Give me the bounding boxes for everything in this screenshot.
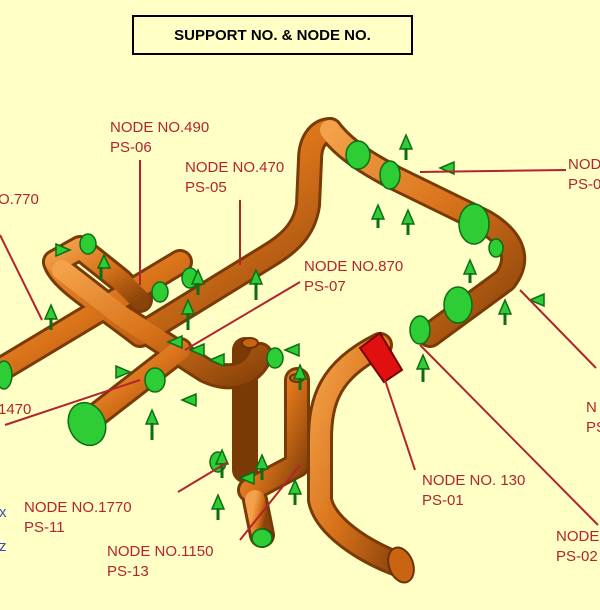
label-right-top: NOD PS-0 [568,155,600,195]
support-number: PS-13 [107,563,149,580]
node-number: 1470 [0,401,32,418]
support-number: PS-0 [568,176,600,193]
label-bottom-right: NODE PS-02 [556,527,599,567]
edge-mark-z: z [0,538,7,555]
leader-lines [0,160,599,541]
support-number: PS-07 [304,278,346,295]
label-node-130: NODE NO. 130 PS-01 [422,471,525,511]
support-number: PS [586,419,600,436]
node-number: NODE NO.470 [185,159,285,176]
support-symbols [0,133,545,548]
support-number: PS-11 [24,519,65,536]
edge-mark-x: x [0,504,7,521]
node-number: NODE NO.870 [304,258,404,275]
node-number: N [586,399,597,416]
support-number: PS-01 [422,492,464,509]
label-node-1470: 1470 [0,400,31,420]
diagram-title: SUPPORT NO. & NODE NO. [132,15,413,55]
node-number: NODE [556,528,600,545]
label-node-1150: NODE NO.1150 PS-13 [107,542,213,582]
node-number: NODE NO.490 [110,119,210,136]
support-number: PS-06 [110,139,152,156]
label-node-870: NODE NO.870 PS-07 [304,257,403,297]
label-node-490: NODE NO.490 PS-06 [110,118,209,158]
label-node-470: NODE NO.470 PS-05 [185,158,284,198]
node-number: NODE NO.1770 [24,499,132,516]
highlight-marker [358,331,404,384]
support-number: PS-02 [556,548,598,565]
node-number: O.770 [0,191,39,208]
node-number: NODE NO.1150 [107,543,214,560]
support-number: PS-05 [185,179,227,196]
label-node-770: O.770 [0,190,39,210]
label-node-1770: NODE NO.1770 PS-11 [24,498,132,538]
label-right-mid: N PS [586,398,600,438]
node-number: NOD [568,156,600,173]
node-number: NODE NO. 130 [422,472,526,489]
